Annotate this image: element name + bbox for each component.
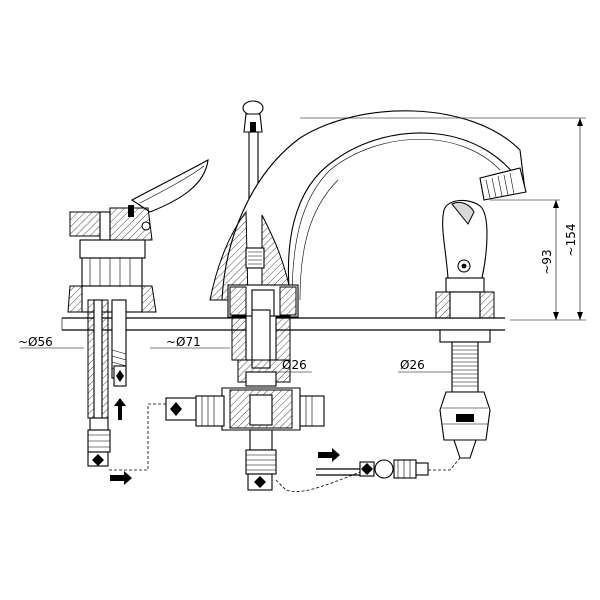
dim-total-height: ~154 — [564, 224, 578, 257]
height-dimensions: ~154 ~93 — [300, 117, 586, 321]
spout-assembly — [165, 100, 527, 491]
dim-right-hole-dia: Ø26 — [400, 358, 425, 372]
lever-handle-unit — [67, 158, 209, 467]
flow-arrow-right-icon — [318, 448, 340, 462]
inlet-connector — [316, 459, 429, 479]
hand-shower-unit — [435, 199, 495, 459]
dim-center-base-dia: ~Ø71 — [166, 335, 201, 349]
dim-left-base-dia: ~Ø56 — [18, 335, 53, 349]
flow-arrow-up-icon — [114, 398, 126, 420]
dim-spout-height: ~93 — [540, 249, 554, 274]
diameter-dimensions: ~Ø56 ~Ø71 Ø26 Ø26 — [18, 335, 452, 373]
flow-arrow-right-icon — [110, 471, 132, 485]
hose-routing — [108, 403, 461, 492]
flow-arrows — [110, 398, 340, 485]
dim-center-hole-dia: Ø26 — [282, 358, 307, 372]
